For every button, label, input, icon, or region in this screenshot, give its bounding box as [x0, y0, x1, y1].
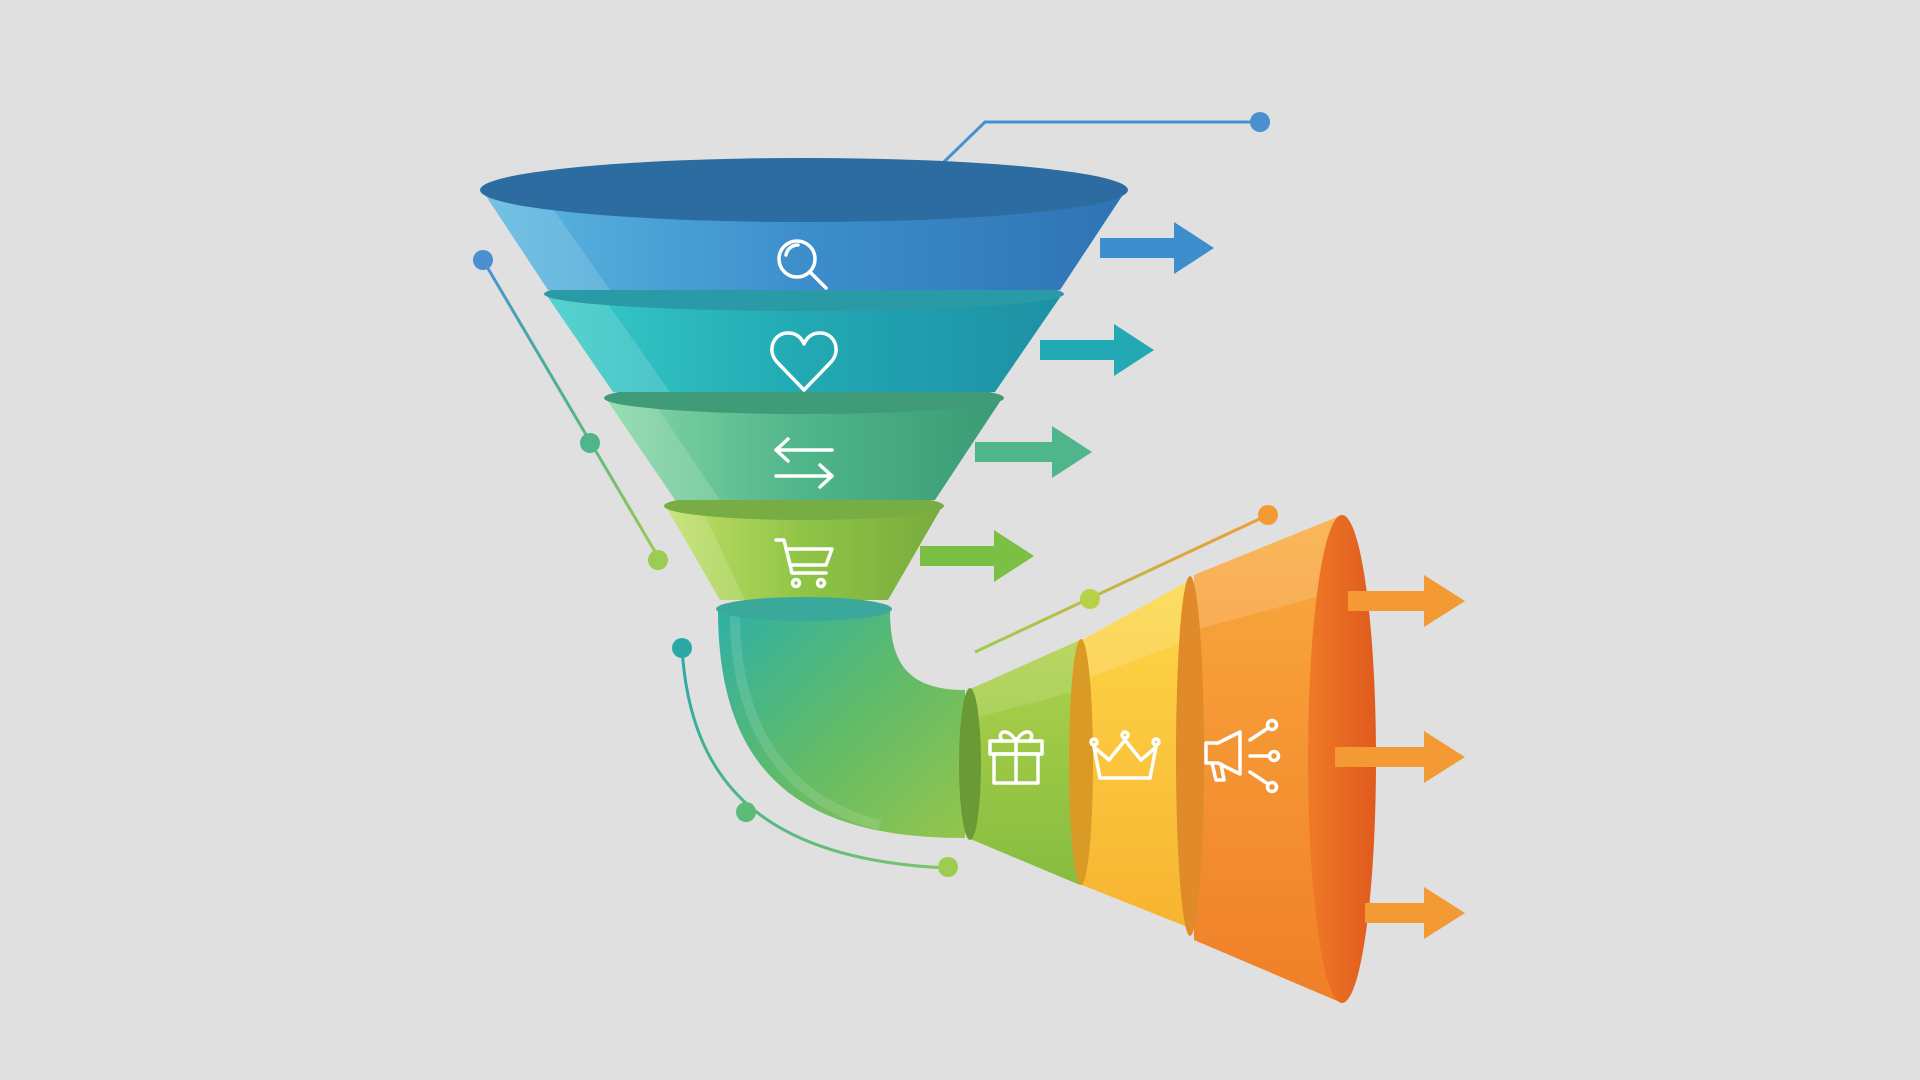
funnel-stage-1 — [480, 158, 1128, 290]
heart-icon — [770, 331, 838, 392]
connector-left-curve — [672, 638, 958, 877]
output-arrow-3 — [1365, 887, 1465, 939]
search-icon — [777, 239, 828, 290]
funnel-opening — [480, 158, 1128, 222]
connector-dot — [1250, 112, 1270, 132]
stage-arrow-3 — [975, 426, 1092, 478]
stage-arrow-1 — [1100, 222, 1214, 274]
connector-dot — [648, 550, 668, 570]
connector-dot — [938, 857, 958, 877]
funnel-stage-4 — [664, 492, 944, 600]
crown-icon — [1089, 730, 1161, 780]
connector-dot — [736, 802, 756, 822]
gift-icon — [988, 730, 1044, 785]
connector-dot — [672, 638, 692, 658]
horizontal-stage-6 — [1069, 580, 1190, 928]
funnel-stage-2 — [544, 277, 1064, 392]
connector-dot — [580, 433, 600, 453]
horizontal-stage-5 — [959, 640, 1080, 885]
stage-arrow-4 — [920, 530, 1034, 582]
elbow-pipe — [716, 597, 965, 838]
funnel-stage-3 — [604, 382, 1004, 500]
cart-icon — [774, 538, 834, 589]
stage-arrow-2 — [1040, 324, 1154, 376]
connector-orange-diagonal — [974, 505, 1278, 654]
connector-left-diagonal — [473, 250, 668, 570]
megaphone-share-icon — [1204, 718, 1281, 794]
connector-dot — [473, 250, 493, 270]
output-arrow-2 — [1335, 731, 1465, 783]
output-arrow-1 — [1348, 575, 1465, 627]
connector-dot — [1258, 505, 1278, 525]
horizontal-stage-7 — [1176, 515, 1342, 1003]
connector-dot — [1080, 589, 1100, 609]
exchange-icon — [774, 437, 834, 489]
